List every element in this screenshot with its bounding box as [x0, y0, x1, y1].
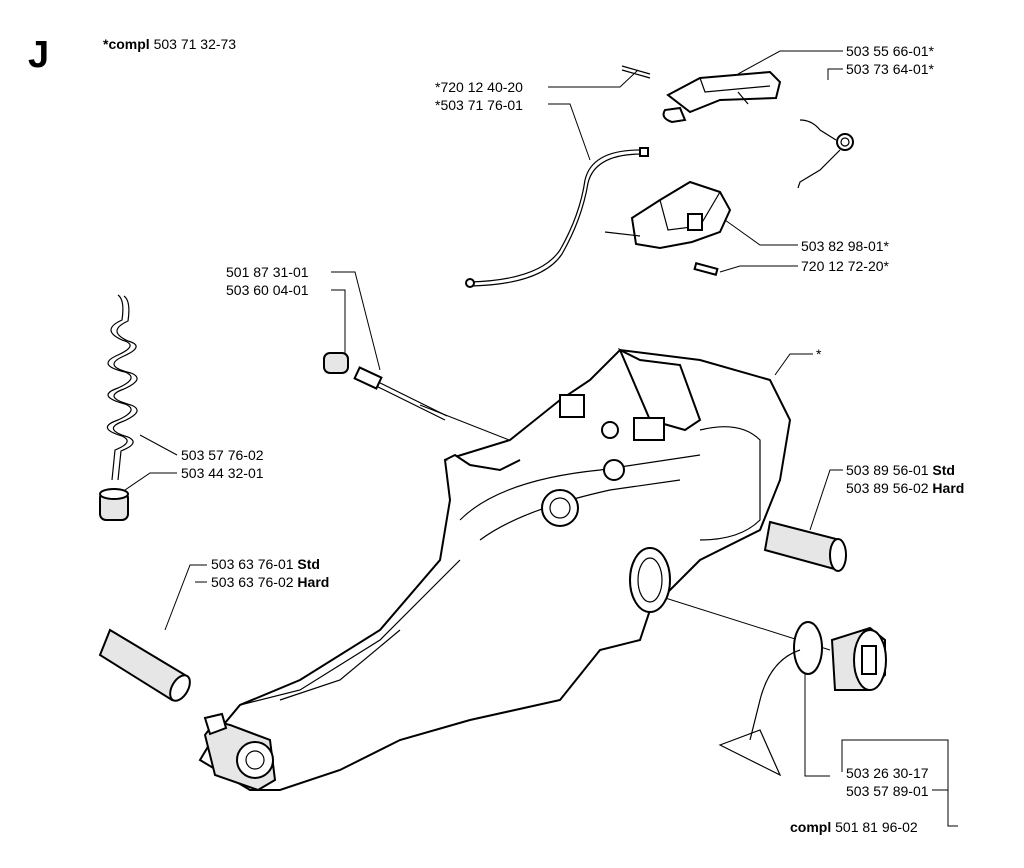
assembly-label: *compl 503 71 32-73 [103, 36, 236, 52]
callout-cap-assembly: compl 501 81 96-02 [790, 819, 918, 835]
assembly-prefix: *compl [103, 36, 150, 52]
rubber-buffer-right [763, 520, 847, 572]
section-letter: J [28, 34, 50, 76]
callout-lockout: 503 82 98-01* [801, 238, 889, 254]
callout-oil-hose: 503 60 04-01 [226, 282, 309, 298]
part-number: 503 89 56-01 [846, 462, 929, 478]
grade: Std [297, 556, 320, 572]
part-number: 503 63 76-01 [211, 556, 294, 572]
callout-buffer-right-hard: 503 89 56-02 Hard [846, 480, 964, 496]
trigger-spring [797, 119, 854, 189]
callout-trigger-lever: 503 55 66-01* [846, 43, 934, 59]
rubber-buffer-left [98, 628, 191, 702]
grade: Hard [297, 574, 330, 590]
part-number: 503 89 56-02 [846, 480, 929, 496]
compl-prefix: compl [790, 819, 832, 835]
grade: Std [932, 462, 955, 478]
grade: Hard [932, 480, 965, 496]
callout-tank-asterisk: * [816, 346, 822, 362]
tank-housing [198, 347, 792, 792]
tank-cap [718, 621, 887, 777]
callout-oil-filter: 501 87 31-01 [226, 264, 309, 280]
trigger-lockout [604, 180, 732, 276]
callout-strap: 503 57 89-01 [846, 783, 929, 799]
fuel-filter-tube [99, 294, 138, 521]
callout-fuel-hose: 503 57 76-02 [181, 447, 264, 463]
callout-o-ring: 503 26 30-17 [846, 765, 929, 781]
callout-trigger-spring: 503 73 64-01* [846, 61, 934, 77]
assembly-number: 503 71 32-73 [153, 36, 237, 52]
callout-cable: *503 71 76-01 [435, 97, 523, 113]
trigger-lever [621, 65, 782, 124]
callout-pin-upper: *720 12 40-20 [435, 79, 523, 95]
throttle-cable [465, 147, 649, 288]
callout-buffer-right-std: 503 89 56-01 Std [846, 462, 955, 478]
callout-pin-lower: 720 12 72-20* [801, 258, 889, 274]
callout-fuel-filter: 503 44 32-01 [181, 465, 264, 481]
part-number: 503 63 76-02 [211, 574, 294, 590]
oil-filter [323, 352, 448, 421]
callout-buffer-left-hard: 503 63 76-02 Hard [211, 574, 329, 590]
callout-buffer-left-std: 503 63 76-01 Std [211, 556, 320, 572]
part-number: 501 81 96-02 [835, 819, 918, 835]
